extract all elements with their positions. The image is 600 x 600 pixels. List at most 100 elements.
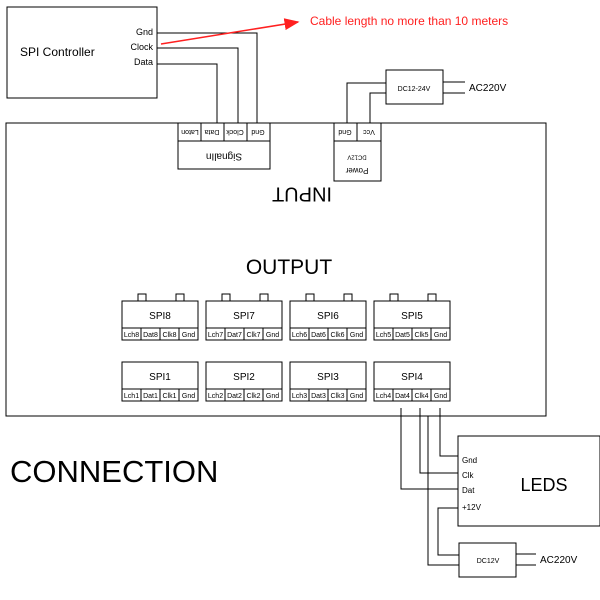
connector-pin-label: Clk3 bbox=[330, 393, 344, 400]
connector-pin-label: Dat8 bbox=[143, 332, 158, 339]
connector-pin-label: Gnd bbox=[266, 393, 279, 400]
controller-wires bbox=[157, 32, 258, 126]
connector-body bbox=[289, 361, 367, 390]
leds-pin-12v: +12V bbox=[462, 503, 482, 512]
connector-body bbox=[289, 300, 367, 329]
connector-pin-label: Dat7 bbox=[227, 332, 242, 339]
power-supply-top: DC12-24V AC220V bbox=[346, 69, 507, 126]
connector-pin-label: Clk4 bbox=[414, 393, 428, 400]
signal-in-label: SignalIn bbox=[206, 150, 242, 161]
connector-pin-label: Lch8 bbox=[124, 332, 139, 339]
power-in-sublabel: DC12V bbox=[347, 153, 366, 159]
connector-pin-label: Gnd bbox=[350, 393, 363, 400]
spi-controller-title: SPI Controller bbox=[20, 45, 95, 59]
input-label: INPUT bbox=[272, 183, 332, 205]
connector-pin-label: Clk1 bbox=[162, 393, 176, 400]
connector-body bbox=[205, 361, 283, 390]
connector-name-spi2: SPI2 bbox=[233, 372, 255, 383]
connector-name-spi3: SPI3 bbox=[317, 372, 339, 383]
controller-pin-data: Data bbox=[134, 57, 153, 67]
connector-tab bbox=[221, 293, 231, 302]
connector-body bbox=[121, 300, 199, 329]
connector-pin-label: Lch3 bbox=[292, 393, 307, 400]
leds-module: LEDS Gnd Clk Dat +12V bbox=[457, 435, 600, 527]
connector-pin-label: Dat4 bbox=[395, 393, 410, 400]
leds-pin-gnd: Gnd bbox=[462, 456, 477, 465]
signal-in-pin-laton: Laton bbox=[181, 128, 199, 135]
power-supply-top-label: DC12-24V bbox=[398, 86, 431, 93]
connector-pin-label: Gnd bbox=[182, 332, 195, 339]
connector-pin-label: Dat2 bbox=[227, 393, 242, 400]
controller-pin-clock: Clock bbox=[130, 42, 153, 52]
connector-name-spi1: SPI1 bbox=[149, 372, 171, 383]
signal-in-pin-gnd: Gnd bbox=[251, 128, 264, 135]
connector-pin-label: Clk7 bbox=[246, 332, 260, 339]
connector-name-spi7: SPI7 bbox=[233, 311, 255, 322]
connector-pin-label: Clk2 bbox=[246, 393, 260, 400]
signal-in-connector: Gnd Clock Data Laton SignalIn bbox=[177, 122, 271, 170]
connector-pin-label: Gnd bbox=[434, 332, 447, 339]
connector-tab bbox=[389, 293, 399, 302]
leds-pin-dat: Dat bbox=[462, 486, 475, 495]
power-in-connector: Gnd Vcc DC12V Power bbox=[333, 122, 382, 182]
cable-note: Cable length no more than 10 meters bbox=[160, 14, 508, 45]
leds-title: LEDS bbox=[520, 475, 567, 495]
connector-tab bbox=[175, 293, 185, 302]
connector-name-spi5: SPI5 bbox=[401, 311, 423, 322]
connector-name-spi6: SPI6 bbox=[317, 311, 339, 322]
connector-tab bbox=[137, 293, 147, 302]
output-label: OUTPUT bbox=[246, 256, 333, 279]
connector-body bbox=[373, 361, 451, 390]
power-supply-bottom-label: DC12V bbox=[477, 558, 500, 565]
connector-pin-label: Lch4 bbox=[376, 393, 391, 400]
spi4-to-leds-wires bbox=[400, 408, 459, 566]
connector-tab bbox=[305, 293, 315, 302]
connection-caption: CONNECTION bbox=[10, 454, 218, 489]
connector-pin-label: Lch1 bbox=[124, 393, 139, 400]
power-supply-top-ac: AC220V bbox=[469, 83, 507, 94]
cable-length-note: Cable length no more than 10 meters bbox=[310, 14, 508, 28]
power-in-label: Power bbox=[345, 166, 368, 175]
power-in-pin-vcc: Vcc bbox=[363, 128, 375, 135]
connector-body bbox=[205, 300, 283, 329]
connector-name-spi4: SPI4 bbox=[401, 372, 423, 383]
connector-tab bbox=[427, 293, 437, 302]
power-supply-bottom: DC12V AC220V bbox=[458, 542, 578, 578]
connector-pin-label: Clk6 bbox=[330, 332, 344, 339]
connector-body bbox=[373, 300, 451, 329]
connector-pin-label: Dat3 bbox=[311, 393, 326, 400]
connector-pin-label: Clk5 bbox=[414, 332, 428, 339]
spi-controller: SPI Controller Gnd Clock Data bbox=[6, 6, 158, 99]
connector-pin-label: Dat5 bbox=[395, 332, 410, 339]
connector-tab bbox=[343, 293, 353, 302]
connector-pin-label: Lch5 bbox=[376, 332, 391, 339]
connector-pin-label: Gnd bbox=[434, 393, 447, 400]
connector-pin-label: Lch7 bbox=[208, 332, 223, 339]
power-supply-bottom-ac: AC220V bbox=[540, 555, 578, 566]
signal-in-pin-clock: Clock bbox=[226, 128, 244, 135]
signal-in-pin-data: Data bbox=[205, 128, 220, 135]
connector-pin-label: Gnd bbox=[266, 332, 279, 339]
connector-pin-label: Dat6 bbox=[311, 332, 326, 339]
connector-pin-label: Dat1 bbox=[143, 393, 158, 400]
controller-pin-gnd: Gnd bbox=[136, 27, 153, 37]
connector-name-spi8: SPI8 bbox=[149, 311, 171, 322]
connector-body bbox=[121, 361, 199, 390]
connector-pin-label: Lch2 bbox=[208, 393, 223, 400]
connector-pin-label: Clk8 bbox=[162, 332, 176, 339]
leds-pin-clk: Clk bbox=[462, 471, 475, 480]
connector-pin-label: Gnd bbox=[182, 393, 195, 400]
connector-pin-label: Gnd bbox=[350, 332, 363, 339]
